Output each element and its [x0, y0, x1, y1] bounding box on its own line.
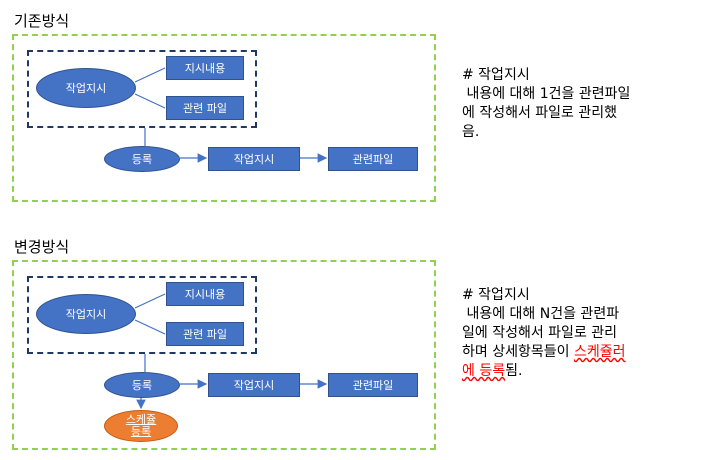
note-after-line3-prefix: 하며 상세항목들이 — [462, 344, 574, 360]
node-file-after: 관련파일 — [328, 373, 418, 397]
panel-after — [12, 260, 436, 450]
node-related-file: 관련 파일 — [166, 96, 244, 120]
section-title-after: 변경방식 — [14, 238, 70, 256]
node-file: 관련파일 — [328, 147, 418, 171]
node-schedule-line2: 등록 — [130, 425, 152, 438]
note-after-highlight-register: 에 등록 — [462, 363, 506, 379]
note-after-heading: # 작업지시 — [462, 287, 530, 303]
node-work-order-main: 작업지시 — [36, 68, 136, 108]
note-after-line2: 일에 작성해서 파일로 관리 — [462, 325, 618, 341]
node-schedule-register: 스케쥴 등록 — [104, 410, 178, 442]
group-before — [27, 50, 257, 128]
node-work-order: 작업지시 — [208, 147, 300, 171]
panel-before — [12, 34, 436, 202]
node-order-content: 지시내용 — [166, 56, 244, 80]
note-after-line4-suffix: 됨. — [505, 363, 523, 379]
note-after-line3: 하며 상세항목들이 스케쥴러 — [462, 343, 707, 362]
note-after-line1: 내용에 대해 N건을 관련파 — [462, 306, 620, 322]
node-schedule-line1: 스케쥴 — [125, 412, 157, 426]
node-register-after: 등록 — [104, 372, 180, 398]
node-register: 등록 — [104, 146, 180, 172]
section-title-before: 기존방식 — [14, 12, 70, 30]
note-before: # 작업지시 내용에 대해 1건을 관련파일 에 작성해서 파일로 관리했 음. — [462, 66, 707, 142]
note-before-heading: # 작업지시 — [462, 67, 530, 83]
note-before-line1: 내용에 대해 1건을 관련파일 — [462, 86, 631, 102]
node-order-content-after: 지시내용 — [166, 282, 244, 306]
note-before-line3: 음. — [462, 124, 480, 140]
node-work-order-after: 작업지시 — [208, 373, 300, 397]
node-work-order-main-after: 작업지시 — [36, 294, 136, 334]
node-related-file-after: 관련 파일 — [166, 322, 244, 346]
note-after-highlight-scheduler: 스케쥴러 — [573, 344, 626, 360]
group-after — [27, 276, 257, 354]
note-after: # 작업지시 내용에 대해 N건을 관련파 일에 작성해서 파일로 관리 하며 … — [462, 286, 707, 381]
note-after-line4: 에 등록됨. — [462, 362, 707, 381]
note-before-line2: 에 작성해서 파일로 관리했 — [462, 105, 618, 121]
